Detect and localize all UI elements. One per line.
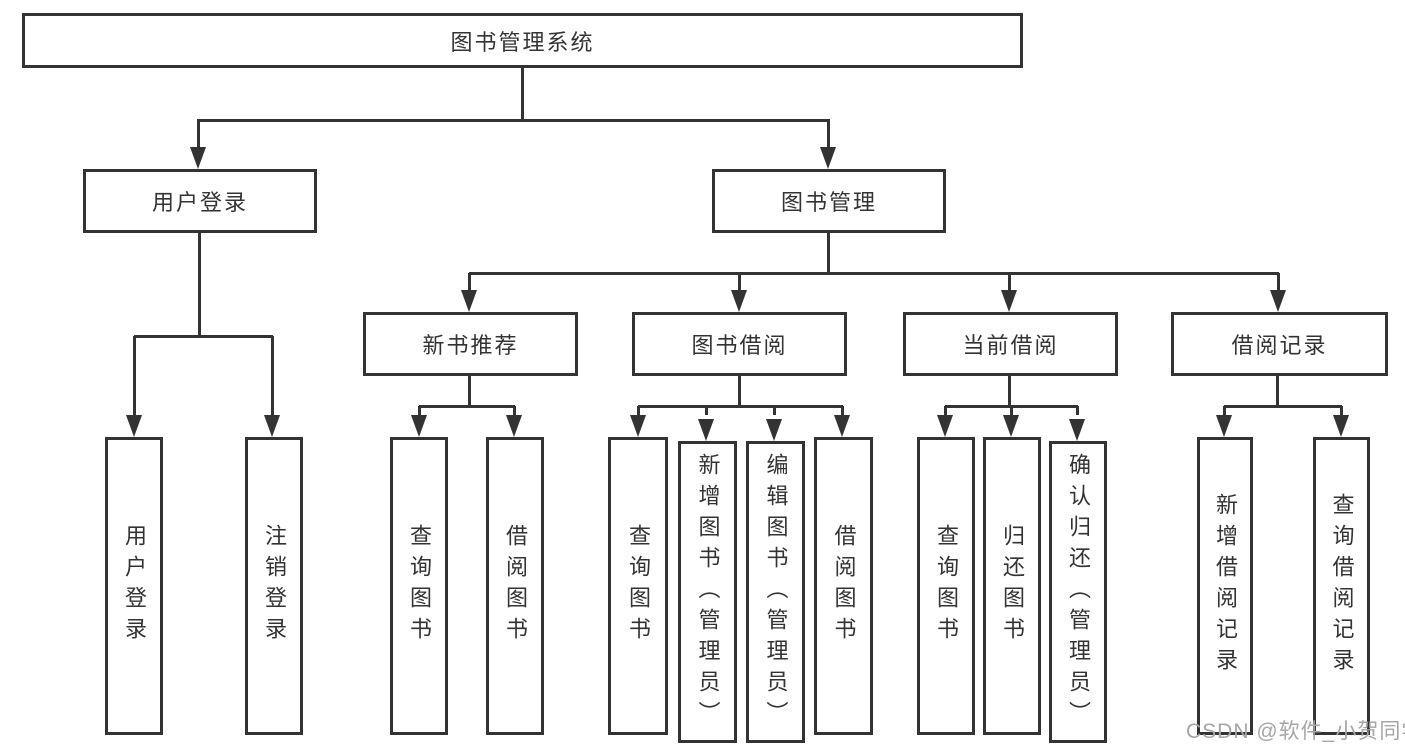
leaf-query-books-current: 查询图书 [917, 437, 975, 735]
connector-line [270, 336, 274, 416]
connector-line [132, 336, 136, 416]
node-library-management-system: 图书管理系统 [22, 13, 1023, 68]
arrow-down-icon [1069, 419, 1085, 441]
connector-line [134, 334, 273, 338]
leaf-return-books: 归还图书 [983, 437, 1041, 735]
arrow-down-icon [1333, 415, 1349, 437]
connector-line [467, 376, 471, 407]
connector-line [1224, 404, 1342, 408]
arrow-down-icon [937, 415, 953, 437]
connector-line [520, 68, 524, 121]
leaf-borrow-books: 借阅图书 [814, 437, 873, 735]
arrow-down-icon [820, 147, 836, 169]
node-book-management: 图书管理 [712, 169, 946, 233]
leaf-add-borrow-record: 新增借阅记录 [1197, 437, 1253, 735]
leaf-logout: 注销登录 [245, 437, 303, 735]
leaf-query-books-recommend: 查询图书 [390, 437, 448, 735]
csdn-watermark: CSDN @软件_小贺同学 [1186, 720, 1405, 743]
connector-line [840, 406, 844, 415]
leaf-confirm-return-admin: 确认归还（管理员） [1049, 441, 1107, 743]
node-new-book-recommendation: 新书推荐 [363, 312, 578, 376]
connector-line [1339, 406, 1343, 415]
arrow-down-icon [1270, 290, 1286, 312]
arrow-down-icon [411, 415, 427, 437]
connector-line [417, 406, 421, 415]
connector-line [512, 406, 516, 415]
connector-line [1009, 406, 1013, 415]
arrow-down-icon [630, 415, 646, 437]
connector-line [772, 406, 776, 415]
connector-line [1275, 376, 1279, 407]
arrow-down-icon [1003, 415, 1019, 437]
connector-line [1222, 406, 1226, 415]
connector-line [1276, 273, 1280, 291]
node-book-borrowing: 图书借阅 [632, 312, 847, 376]
connector-line [196, 120, 200, 148]
connector-line [197, 233, 201, 337]
leaf-query-books-borrowing: 查询图书 [608, 437, 668, 735]
leaf-borrow-books-recommend: 借阅图书 [486, 437, 544, 735]
leaf-user-login: 用户登录 [105, 437, 163, 735]
connector-line [636, 406, 640, 415]
node-current-borrowing: 当前借阅 [903, 312, 1118, 376]
connector-line [826, 233, 830, 274]
connector-line [826, 120, 830, 148]
node-user-login: 用户登录 [83, 169, 317, 233]
arrow-down-icon [834, 415, 850, 437]
arrow-down-icon [126, 415, 142, 437]
connector-line [737, 376, 741, 407]
connector-line [197, 118, 830, 122]
connector-line [467, 273, 471, 291]
arrow-down-icon [264, 415, 280, 437]
connector-line [419, 404, 515, 408]
node-borrowing-records: 借阅记录 [1171, 312, 1388, 376]
connector-line [638, 404, 843, 408]
arrow-down-icon [1001, 290, 1017, 312]
leaf-edit-books-admin: 编辑图书（管理员） [746, 441, 805, 743]
leaf-query-borrow-record: 查询借阅记录 [1313, 437, 1370, 735]
arrow-down-icon [766, 419, 782, 441]
connector-line [1075, 406, 1079, 415]
connector-line [469, 271, 1279, 275]
connector-line [1007, 273, 1011, 291]
leaf-add-books-admin: 新增图书（管理员） [678, 441, 737, 743]
connector-line [943, 406, 947, 415]
connector-line [704, 406, 708, 415]
arrow-down-icon [506, 415, 522, 437]
arrow-down-icon [461, 290, 477, 312]
connector-line [1007, 376, 1011, 407]
connector-line [737, 273, 741, 291]
arrow-down-icon [731, 290, 747, 312]
arrow-down-icon [190, 147, 206, 169]
arrow-down-icon [698, 419, 714, 441]
arrow-down-icon [1216, 415, 1232, 437]
